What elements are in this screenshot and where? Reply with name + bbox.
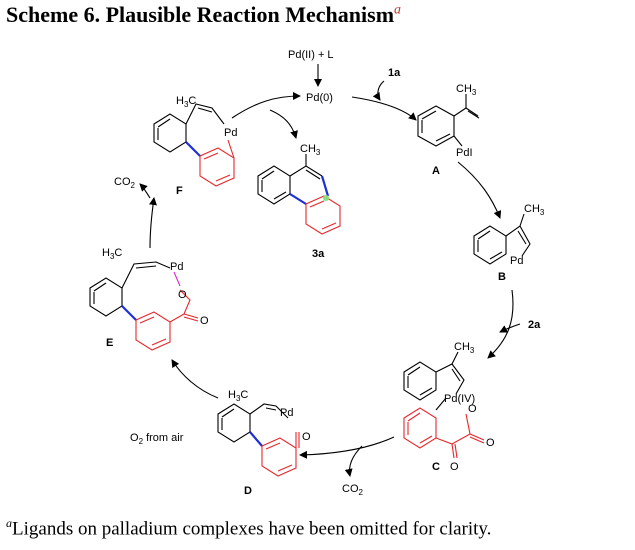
compound-f-red-ring — [199, 147, 235, 187]
product-3a-new-bond — [320, 175, 330, 197]
compound-a — [417, 94, 480, 147]
compound-e-o-carbonyl: O — [200, 315, 209, 327]
compound-e-methyl: H3C — [102, 247, 122, 261]
compound-b-pd: Pd — [510, 255, 523, 267]
arrow-pd0-to-a — [351, 96, 417, 121]
compound-d-pd: Pd — [280, 407, 293, 419]
catalyst-entry-label: Pd(II) + L — [288, 49, 334, 61]
product-3a — [257, 154, 341, 235]
compound-c-o-ketone-2: O — [450, 461, 459, 473]
compound-e-pd: Pd — [170, 261, 183, 273]
product-3a-ring-left — [257, 165, 291, 205]
compound-f-label: F — [176, 185, 183, 197]
compound-f-pd: Pd — [224, 127, 237, 139]
arrow-e-to-f — [149, 197, 157, 249]
pd0-label: Pd(0) — [306, 92, 333, 104]
compound-b-ring — [473, 225, 507, 265]
compound-e-ring — [89, 277, 123, 317]
compound-f-biaryl-bond — [185, 141, 201, 157]
compound-d — [217, 403, 300, 477]
compound-e-label: E — [106, 337, 113, 349]
compound-e-o-ring: O — [178, 289, 187, 301]
compound-d-o: O — [302, 431, 311, 443]
arrow-a-to-b — [457, 161, 502, 219]
substrate-1a-label: 1a — [388, 67, 401, 79]
cycle-arrows — [139, 64, 521, 477]
arrow-c-to-d — [299, 436, 395, 459]
compound-f-methyl: H3C — [176, 95, 196, 109]
compound-e — [89, 261, 199, 351]
product-3a-label: 3a — [312, 248, 325, 260]
compound-b — [473, 213, 531, 265]
compound-d-ring — [217, 403, 251, 443]
oxidant-label: O2 from air — [130, 432, 184, 446]
co2-release-label-f: CO2 — [114, 176, 136, 190]
compound-c-methyl: CH3 — [454, 341, 475, 355]
arrow-2a-in — [499, 323, 521, 333]
compound-e-biaryl-bond — [121, 305, 137, 321]
arrow-d-to-e — [171, 359, 219, 399]
arrow-f-to-pd0 — [231, 92, 301, 119]
scheme-footnote: aLigands on palladium complexes have bee… — [6, 516, 492, 540]
compound-d-red-ring — [261, 437, 297, 477]
compound-b-methyl: CH3 — [524, 203, 545, 217]
co2-release-label-d: CO2 — [342, 483, 364, 497]
compound-f-ring — [153, 113, 187, 153]
compound-c-indole-ring — [403, 361, 437, 401]
compound-a-pd: PdI — [456, 147, 473, 159]
compound-c-label: C — [432, 461, 440, 473]
arrow-b-to-c — [487, 289, 514, 359]
compound-f — [153, 103, 235, 187]
compound-a-label: A — [432, 165, 440, 177]
compound-b-label: B — [498, 271, 506, 283]
scheme-title: Scheme 6. Plausible Reaction Mechanisma — [6, 2, 402, 27]
compound-d-label: D — [244, 485, 252, 497]
compound-c-o-ketone: O — [486, 437, 495, 449]
compound-d-biaryl-bond — [249, 431, 263, 447]
compound-a-methyl: CH3 — [456, 83, 477, 97]
arrow-1a-in — [372, 80, 385, 101]
compound-c-pd: Pd(IV) — [444, 393, 475, 405]
compound-c-o-ring: O — [468, 403, 477, 415]
compound-c — [403, 351, 485, 459]
compound-e-red-ring — [135, 311, 171, 351]
arrow-co2-from-f — [139, 183, 151, 199]
arrow-release-3a — [269, 109, 298, 139]
compound-a-ring — [417, 105, 455, 147]
arrow-co2-from-d — [344, 445, 363, 477]
compound-d-methyl: H3C — [228, 389, 248, 403]
compound-c-red-ring — [403, 407, 437, 449]
substrate-2a-label: 2a — [528, 319, 541, 331]
product-3a-methyl: CH3 — [300, 143, 321, 157]
